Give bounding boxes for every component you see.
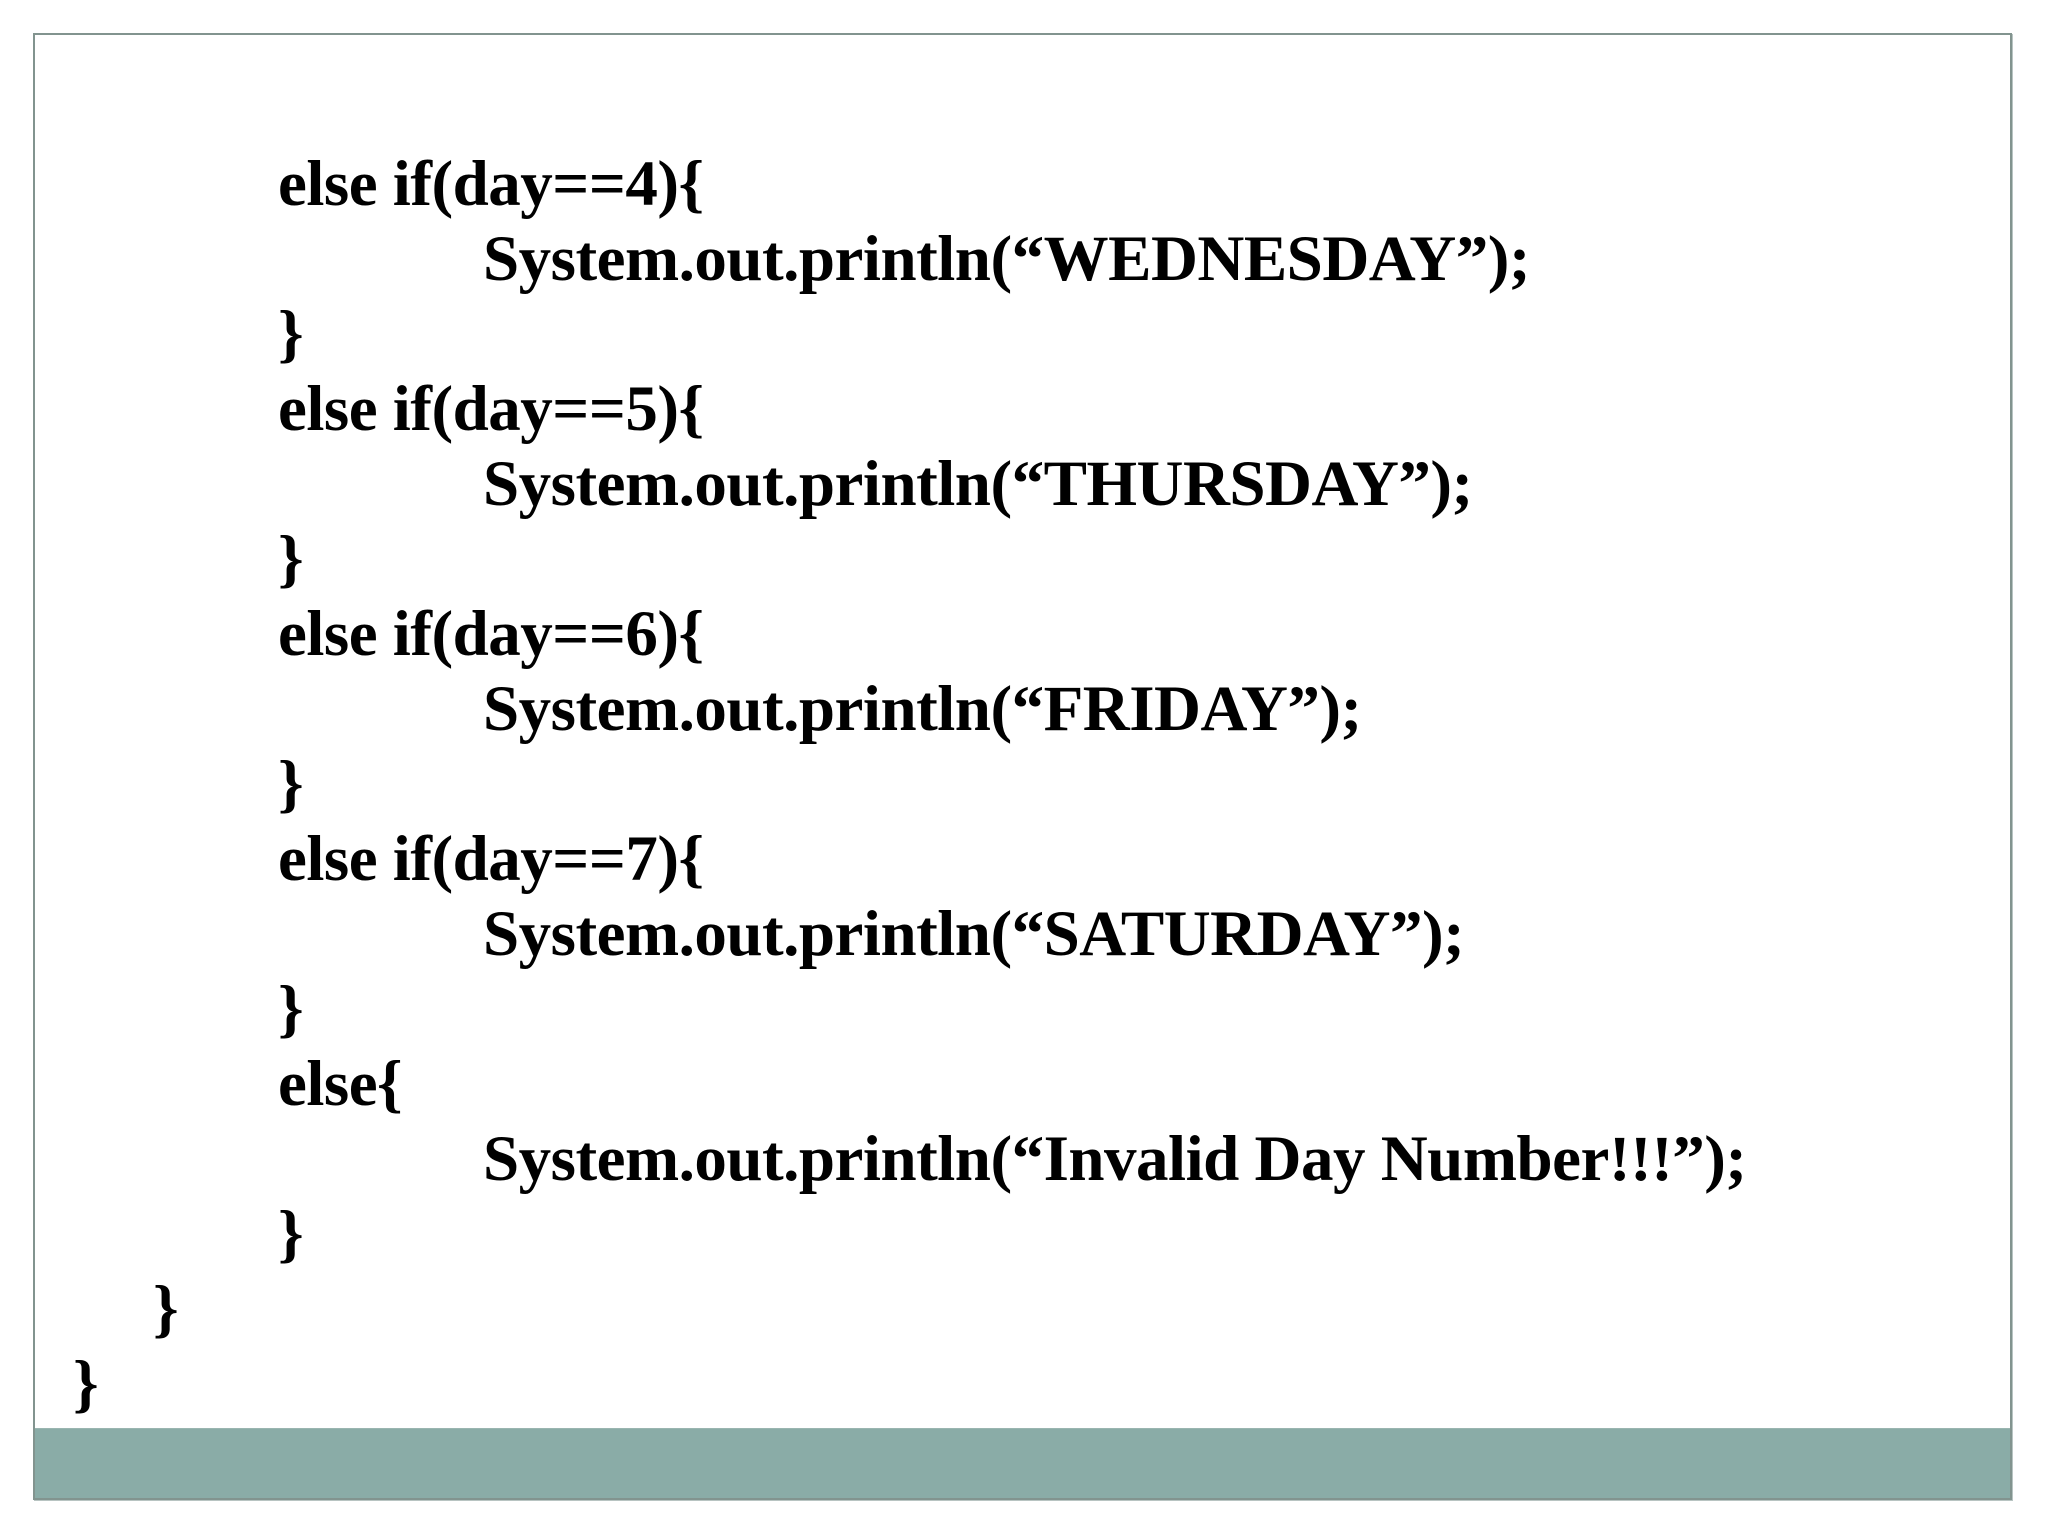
code-line: System.out.println(“THURSDAY”); [483, 448, 1473, 520]
code-line: else{ [278, 1048, 403, 1120]
code-line: } [278, 748, 304, 820]
footer-accent-bar [35, 1428, 2010, 1498]
code-line: } [153, 1273, 179, 1345]
code-line: System.out.println(“FRIDAY”); [483, 673, 1362, 745]
code-line: } [278, 523, 304, 595]
code-line: else if(day==4){ [278, 148, 704, 220]
code-line: else if(day==6){ [278, 598, 704, 670]
slide: else if(day==4){ System.out.println(“WED… [33, 33, 2012, 1500]
code-block: else if(day==4){ System.out.println(“WED… [35, 147, 2010, 1422]
code-line: } [278, 298, 304, 370]
code-line: else if(day==5){ [278, 373, 704, 445]
code-line: } [278, 1198, 304, 1270]
code-line: System.out.println(“Invalid Day Number!!… [483, 1123, 1747, 1195]
code-line: System.out.println(“WEDNESDAY”); [483, 223, 1530, 295]
code-line: } [278, 973, 304, 1045]
code-line: } [73, 1348, 99, 1420]
code-line: System.out.println(“SATURDAY”); [483, 898, 1465, 970]
code-line: else if(day==7){ [278, 823, 704, 895]
